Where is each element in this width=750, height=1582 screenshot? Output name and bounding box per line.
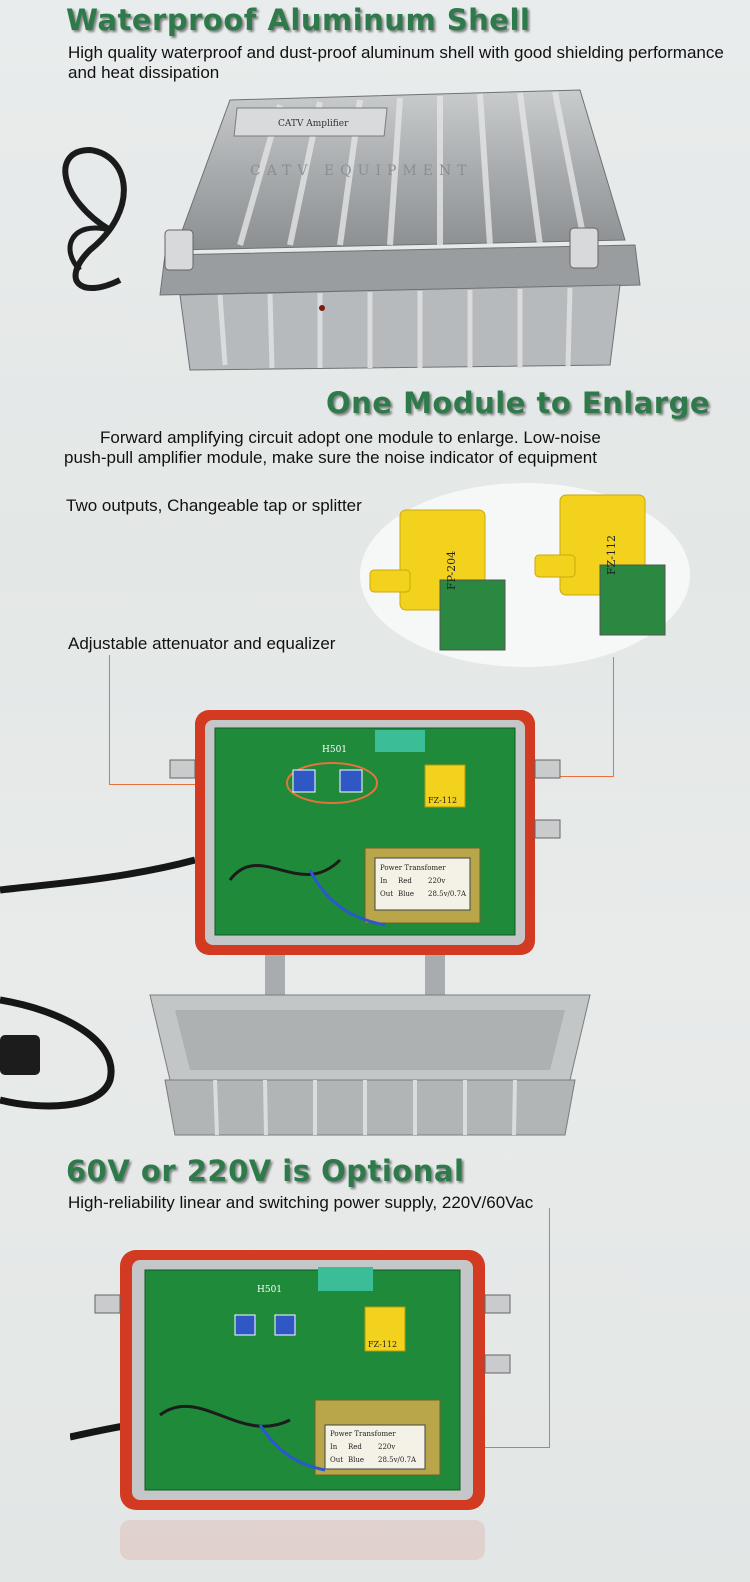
board-module-label: FZ-112 <box>428 796 457 805</box>
device-plate-text: CATV Amplifier <box>278 119 349 129</box>
module-b-label: FZ-112 <box>605 535 618 575</box>
power-cable <box>62 146 127 292</box>
transformer-in-value-1: 220v <box>428 877 445 885</box>
transformer-out-1: Out <box>380 890 393 898</box>
open-amplifier-photo: H501 FZ-112 Power Transfomer In Red 220v… <box>0 710 591 1136</box>
transformer-out-color-1: Blue <box>398 890 414 898</box>
transformer-title-1: Power Transfomer <box>380 864 446 872</box>
module-fp204: FP-204 <box>369 509 506 651</box>
transformer-out-value-1: 28.5v/0.7A <box>428 890 467 898</box>
outputs-note: Two outputs, Changeable tap or splitter <box>66 496 362 515</box>
transformer-out-value-2: 28.5v/0.7A <box>378 1456 417 1464</box>
callout-line-transformer-vertical <box>549 1208 550 1448</box>
device-emboss-text: CATV EQUIPMENT <box>250 163 473 179</box>
power-description: High-reliability linear and switching po… <box>68 1193 534 1212</box>
transformer-out-color-2: Blue <box>348 1456 364 1464</box>
power-board-photo: H501 FZ-112 Power Transfomer In Red 220v… <box>70 1250 511 1560</box>
module-fz112: FZ-112 <box>534 494 666 636</box>
power-board-model-label: H501 <box>257 1285 282 1295</box>
attenuator-note: Adjustable attenuator and equalizer <box>68 634 336 653</box>
power-title: 60V or 220V is Optional <box>66 1154 465 1188</box>
bolt-left <box>164 229 194 271</box>
module-a-label: FP-204 <box>445 551 458 590</box>
module-description-line1: Forward amplifying circuit adopt one mod… <box>100 428 601 447</box>
transformer-title-2: Power Transfomer <box>330 1430 396 1438</box>
transformer-in-color-1: Red <box>398 877 412 885</box>
transformer-in-color-2: Red <box>348 1443 362 1451</box>
callout-line-transformer-horizontal <box>430 1447 550 1448</box>
transformer-in-2: In <box>330 1443 338 1451</box>
transformer-out-2: Out <box>330 1456 343 1464</box>
callout-line-attenuator-vertical <box>109 655 110 785</box>
transformer-in-1: In <box>380 877 388 885</box>
callout-line-module-vertical <box>613 657 614 777</box>
module-description-line2: push-pull amplifier module, make sure th… <box>64 448 597 467</box>
board-model-label: H501 <box>322 745 347 755</box>
attenuator-highlight <box>286 762 378 804</box>
transformer-in-value-2: 220v <box>378 1443 395 1451</box>
aluminum-amplifier-photo: CATV Amplifier CATV EQUIPMENT <box>62 89 641 371</box>
shell-description: High quality waterproof and dust-proof a… <box>68 43 724 82</box>
plugin-modules-photo: FP-204 FZ-112 <box>360 483 690 667</box>
module-title: One Module to Enlarge <box>326 386 711 420</box>
bolt-right <box>569 227 599 269</box>
shell-title: Waterproof Aluminum Shell <box>66 3 531 37</box>
power-board-module-label: FZ-112 <box>368 1340 397 1349</box>
